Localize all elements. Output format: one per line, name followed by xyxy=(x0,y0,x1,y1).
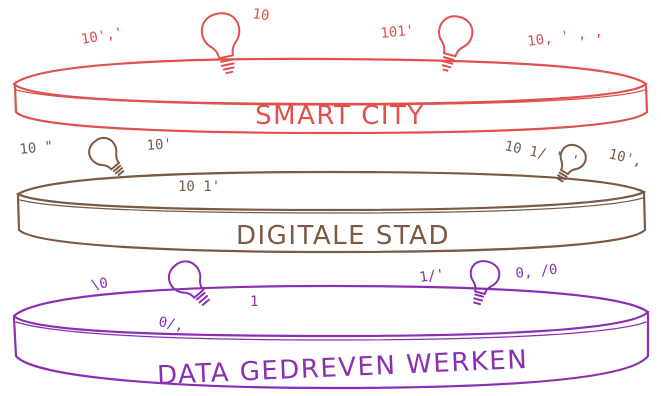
layer-data-gedreven-werken: DATA GEDREVEN WERKEN \0 0/, 1/' 0, /0 1 xyxy=(12,260,650,391)
binary-digits: 1 xyxy=(250,294,258,310)
layer-disc xyxy=(15,170,647,254)
binary-digits: 101' xyxy=(380,23,415,42)
lightbulb-icon xyxy=(88,136,125,176)
lightbulb-icon xyxy=(438,15,474,72)
binary-digits: 10, ' , , xyxy=(526,24,603,50)
lightbulb-icon xyxy=(200,12,241,75)
layer-disc xyxy=(12,57,649,135)
binary-digits: 1/' xyxy=(418,267,445,286)
layer-disc xyxy=(12,284,650,390)
lightbulb-icon xyxy=(556,143,587,183)
binary-digits: 10 " xyxy=(19,139,54,158)
binary-digits: 10', xyxy=(607,146,644,170)
binary-digits: \0 xyxy=(90,275,109,294)
binary-digits: 10 xyxy=(251,6,270,24)
layer-label: SMART CITY xyxy=(255,101,425,131)
binary-digits: 10 1/ ' ' xyxy=(503,138,581,169)
lightbulb-icon xyxy=(469,260,501,306)
binary-digits: 10' xyxy=(146,136,172,154)
lightbulb-icon xyxy=(167,260,210,306)
binary-digits: 10',' xyxy=(80,25,124,48)
layer-smart-city: SMART CITY 10',' 10 101' 10, ' , , xyxy=(12,6,649,135)
layer-label: DATA GEDREVEN WERKEN xyxy=(156,345,528,391)
binary-digits: 0, /0 xyxy=(515,262,559,282)
layer-digitale-stad: DIGITALE STAD 10 " 10 1' 10 1/ ' ' 10' 1… xyxy=(15,136,647,254)
binary-digits: 0/, xyxy=(157,314,185,334)
binary-digits: 10 1' xyxy=(178,179,220,195)
layer-label: DIGITALE STAD xyxy=(236,221,450,251)
